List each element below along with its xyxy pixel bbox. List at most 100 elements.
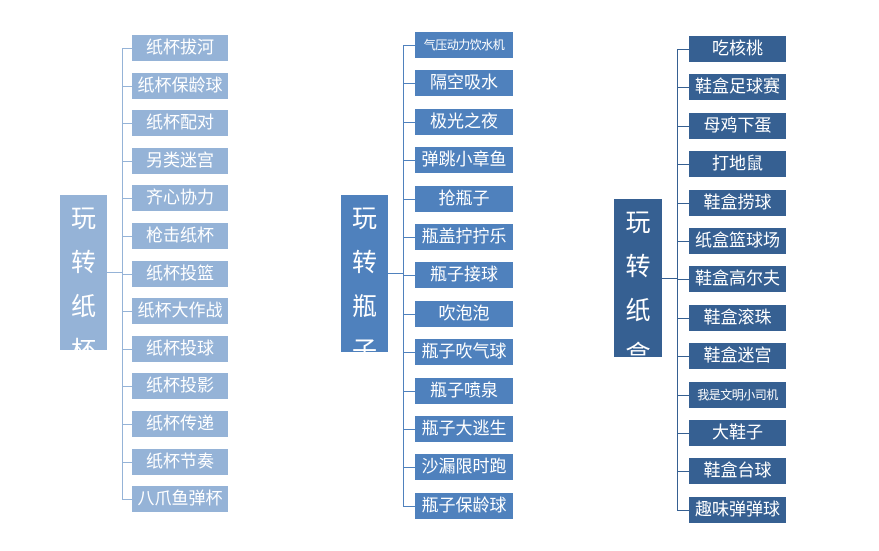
root-title-char: 盒 <box>625 340 651 369</box>
connector-branch <box>122 161 132 162</box>
root-char: 玩转纸盒 <box>614 201 662 377</box>
root-node-paper-cup: 玩转纸杯 <box>60 195 107 365</box>
leaf-node: 母鸡下蛋 <box>689 113 786 139</box>
leaf-node: 大鞋子 <box>689 420 786 446</box>
leaf-node: 纸杯拔河 <box>132 35 228 61</box>
connector-root <box>388 273 403 274</box>
connector-branch <box>677 318 689 319</box>
connector-branch <box>122 86 132 87</box>
connector-branch <box>677 356 689 357</box>
leaf-node: 弹跳小章鱼 <box>415 147 513 173</box>
leaf-node: 鞋盒捞球 <box>689 190 786 216</box>
connector-root <box>107 272 122 273</box>
connector-branch <box>122 236 132 237</box>
root-title-char: 玩 <box>625 208 651 237</box>
connector-branch <box>403 45 415 46</box>
connector-root <box>662 278 677 279</box>
leaf-node: 鞋盒滚珠 <box>689 305 786 331</box>
root-char: 玩转纸杯 <box>60 197 107 373</box>
connector-branch <box>677 395 689 396</box>
connector-branch <box>677 126 689 127</box>
connector-branch <box>403 429 415 430</box>
leaf-node: 瓶盖拧拧乐 <box>415 224 513 250</box>
leaf-node: 纸杯投篮 <box>132 261 228 287</box>
leaf-node: 八爪鱼弹杯 <box>132 486 228 512</box>
leaf-node: 我是文明小司机 <box>689 382 786 408</box>
leaf-node: 鞋盒迷宫 <box>689 343 786 369</box>
connector-branch <box>677 471 689 472</box>
root-title-char: 杯 <box>70 336 96 365</box>
root-title-char: 纸 <box>625 296 651 325</box>
connector-branch <box>403 83 415 84</box>
leaf-node: 瓶子喷泉 <box>415 378 513 404</box>
connector-branch <box>403 314 415 315</box>
connector-branch <box>403 391 415 392</box>
leaf-node: 纸杯保龄球 <box>132 73 228 99</box>
root-title-char: 纸 <box>70 292 96 321</box>
leaf-node: 瓶子大逃生 <box>415 416 513 442</box>
connector-branch <box>677 241 689 242</box>
leaf-node: 齐心协力 <box>132 185 228 211</box>
root-title-char: 瓶 <box>351 292 377 321</box>
connector-branch <box>677 203 689 204</box>
leaf-node: 纸杯配对 <box>132 110 228 136</box>
leaf-node: 瓶子吹气球 <box>415 339 513 365</box>
root-title-char: 子 <box>351 336 377 365</box>
leaf-node: 鞋盒足球赛 <box>689 74 786 100</box>
root-node-paper-box: 玩转纸盒 <box>614 199 662 369</box>
leaf-node: 瓶子保龄球 <box>415 493 513 519</box>
leaf-node: 纸杯投球 <box>132 336 228 362</box>
root-char: 玩转瓶子 <box>341 197 388 373</box>
connector-branch <box>403 467 415 468</box>
connector-branch <box>403 160 415 161</box>
connector-branch <box>122 499 132 500</box>
connector-branch <box>677 433 689 434</box>
leaf-node: 气压动力饮水机 <box>415 32 513 58</box>
leaf-node: 隔空吸水 <box>415 70 513 96</box>
leaf-node: 另类迷宫 <box>132 148 228 174</box>
leaf-node: 枪击纸杯 <box>132 223 228 249</box>
root-title-char: 玩 <box>70 204 96 233</box>
root-title-char: 转 <box>351 248 377 277</box>
leaf-node: 纸盒篮球场 <box>689 228 786 254</box>
connector-branch <box>122 424 132 425</box>
leaf-node: 吃核桃 <box>689 36 786 62</box>
leaf-node: 沙漏限时跑 <box>415 454 513 480</box>
root-title-char: 转 <box>625 252 651 281</box>
leaf-node: 纸杯节奏 <box>132 449 228 475</box>
leaf-node: 鞋盒台球 <box>689 458 786 484</box>
connector-branch <box>122 349 132 350</box>
connector-branch <box>122 274 132 275</box>
root-title-char: 转 <box>70 248 96 277</box>
leaf-node: 纸杯投影 <box>132 373 228 399</box>
leaf-node: 纸杯传递 <box>132 411 228 437</box>
leaf-node: 趣味弹弹球 <box>689 497 786 523</box>
root-title-char: 玩 <box>351 204 377 233</box>
connector-branch <box>677 164 689 165</box>
leaf-node: 打地鼠 <box>689 151 786 177</box>
connector-branch <box>677 87 689 88</box>
connector-branch <box>403 237 415 238</box>
connector-branch <box>122 311 132 312</box>
leaf-node: 纸杯大作战 <box>132 298 228 324</box>
connector-branch <box>403 122 415 123</box>
connector-branch <box>122 386 132 387</box>
connector-branch <box>403 199 415 200</box>
connector-branch <box>403 352 415 353</box>
connector-branch <box>677 510 689 511</box>
root-node-bottle: 玩转瓶子 <box>341 195 388 365</box>
leaf-node: 抢瓶子 <box>415 186 513 212</box>
leaf-node: 瓶子接球 <box>415 262 513 288</box>
connector-branch <box>122 48 132 49</box>
connector-branch <box>403 506 415 507</box>
connector-spine <box>677 49 678 511</box>
connector-branch <box>677 49 689 50</box>
leaf-node: 极光之夜 <box>415 109 513 135</box>
leaf-node: 鞋盒高尔夫 <box>689 266 786 292</box>
connector-branch <box>122 198 132 199</box>
leaf-node: 吹泡泡 <box>415 301 513 327</box>
connector-branch <box>403 275 415 276</box>
connector-branch <box>677 279 689 280</box>
connector-branch <box>122 462 132 463</box>
